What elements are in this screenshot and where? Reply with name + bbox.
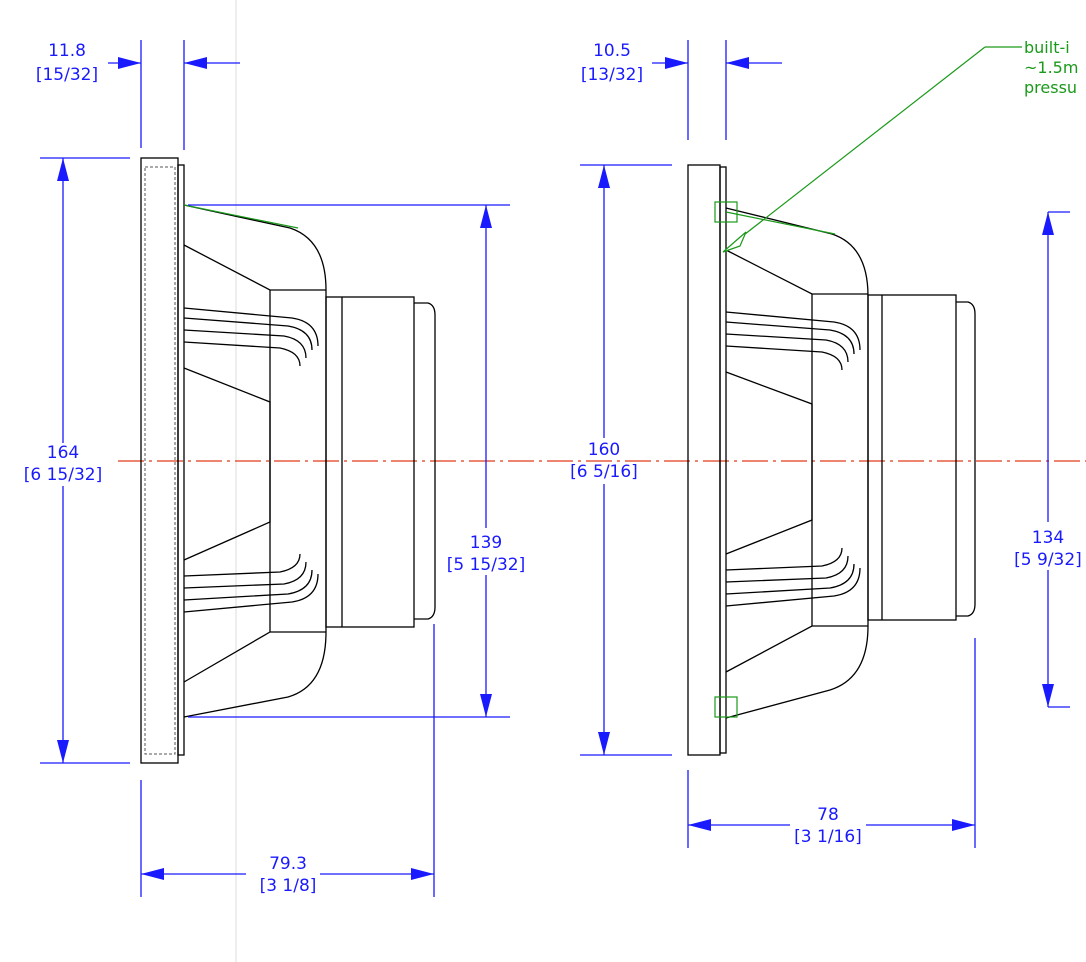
annotation-line-2: ~1.5m <box>1024 58 1078 77</box>
left-cutout-value: 139 <box>470 533 502 553</box>
left-dimensions <box>40 40 510 897</box>
right-flange-fraction: [13/32] <box>581 65 643 85</box>
right-flange-value: 10.5 <box>593 41 631 61</box>
left-flange-fraction: [15/32] <box>36 65 98 85</box>
right-cutout-value: 134 <box>1032 528 1064 548</box>
annotation-line-3: pressu <box>1024 78 1077 97</box>
left-depth-value: 79.3 <box>269 854 307 874</box>
left-speaker-outline <box>140 157 436 764</box>
right-speaker-outline <box>687 164 976 756</box>
annotation-line-1: built-i <box>1024 38 1070 57</box>
right-cutout-fraction: [5 9/32] <box>1014 550 1082 570</box>
right-height-fraction: [6 5/16] <box>570 462 638 482</box>
right-height-value: 160 <box>588 440 620 460</box>
right-dimensions <box>580 40 1070 848</box>
right-depth-fraction: [3 1/16] <box>794 827 862 847</box>
left-depth-fraction: [3 1/8] <box>260 876 317 896</box>
annotation-leader <box>722 46 1022 253</box>
right-depth-value: 78 <box>817 805 839 825</box>
left-height-value: 164 <box>47 443 79 463</box>
left-flange-value: 11.8 <box>48 41 86 61</box>
left-cutout-fraction: [5 15/32] <box>447 555 525 575</box>
left-height-fraction: [6 15/32] <box>24 465 102 485</box>
